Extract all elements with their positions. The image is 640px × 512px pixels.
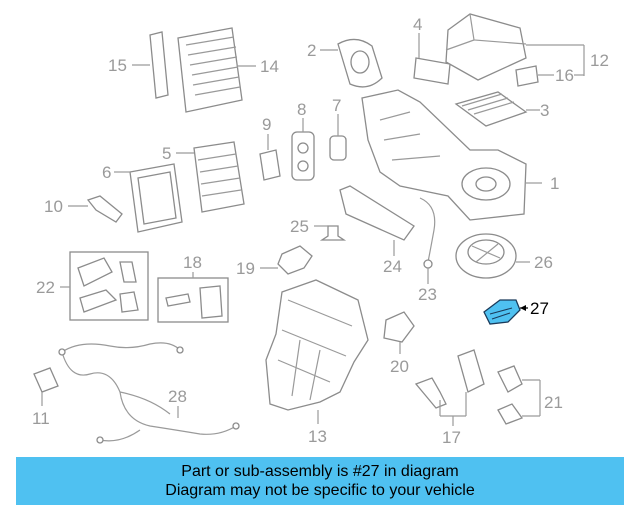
part-18[interactable]	[157, 272, 229, 323]
part-14[interactable]	[177, 27, 256, 113]
part-28[interactable]	[58, 342, 240, 444]
callout-16: 16	[555, 66, 574, 85]
callout-25: 25	[290, 217, 309, 236]
callout-21: 21	[544, 393, 563, 412]
callout-20: 20	[390, 357, 409, 376]
part-3[interactable]	[454, 91, 540, 127]
part-23[interactable]	[419, 197, 436, 284]
callout-22: 22	[36, 278, 55, 297]
callout-23: 23	[418, 285, 437, 304]
part-11[interactable]	[33, 367, 59, 406]
info-banner: Part or sub-assembly is #27 in diagram D…	[16, 457, 624, 505]
callout-13: 13	[308, 427, 327, 446]
part-24[interactable]	[339, 185, 415, 256]
callout-27: 27	[530, 299, 549, 318]
callout-6: 6	[102, 163, 111, 182]
part-16[interactable]	[515, 65, 584, 87]
callout-10: 10	[44, 197, 63, 216]
banner-line-1: Part or sub-assembly is #27 in diagram	[181, 463, 459, 480]
banner-line-2: Diagram may not be specific to your vehi…	[165, 482, 475, 499]
part-17[interactable]	[414, 349, 485, 426]
parts-diagram: 1 2 3 4 5 6 7 8 9 10 11 12 13 14 15 16 1…	[32, 13, 609, 447]
callout-17: 17	[442, 428, 461, 447]
part-25[interactable]	[314, 225, 347, 241]
callout-4: 4	[413, 15, 422, 34]
callout-2: 2	[307, 41, 316, 60]
callout-11: 11	[32, 409, 50, 428]
part-7[interactable]	[329, 114, 347, 161]
callout-19: 19	[236, 259, 255, 278]
part-21[interactable]	[497, 365, 541, 425]
part-27[interactable]	[483, 299, 528, 325]
part-9[interactable]	[259, 134, 281, 181]
callout-3: 3	[540, 101, 549, 120]
callout-28: 28	[168, 387, 187, 406]
callout-14: 14	[260, 57, 279, 76]
part-22[interactable]	[60, 251, 149, 321]
part-20[interactable]	[383, 311, 415, 354]
callout-18: 18	[183, 253, 202, 272]
part-10[interactable]	[68, 195, 123, 223]
callout-1: 1	[550, 174, 559, 193]
part-12[interactable]	[445, 13, 585, 81]
part-8[interactable]	[291, 118, 315, 181]
part-2[interactable]	[320, 38, 383, 88]
callout-24: 24	[383, 257, 402, 276]
callout-12: 12	[590, 51, 609, 70]
callout-5: 5	[162, 144, 171, 163]
callout-8: 8	[297, 100, 306, 119]
part-15[interactable]	[132, 31, 169, 99]
callout-15: 15	[108, 56, 127, 75]
part-1[interactable]	[361, 89, 542, 221]
part-13[interactable]	[265, 279, 369, 424]
part-5[interactable]	[176, 141, 245, 213]
part-4[interactable]	[413, 33, 451, 85]
callout-26: 26	[534, 253, 553, 272]
callout-7: 7	[332, 96, 341, 115]
part-19[interactable]	[260, 245, 313, 275]
callout-9: 9	[262, 115, 271, 134]
part-26[interactable]	[455, 233, 530, 279]
part-6[interactable]	[114, 163, 183, 233]
